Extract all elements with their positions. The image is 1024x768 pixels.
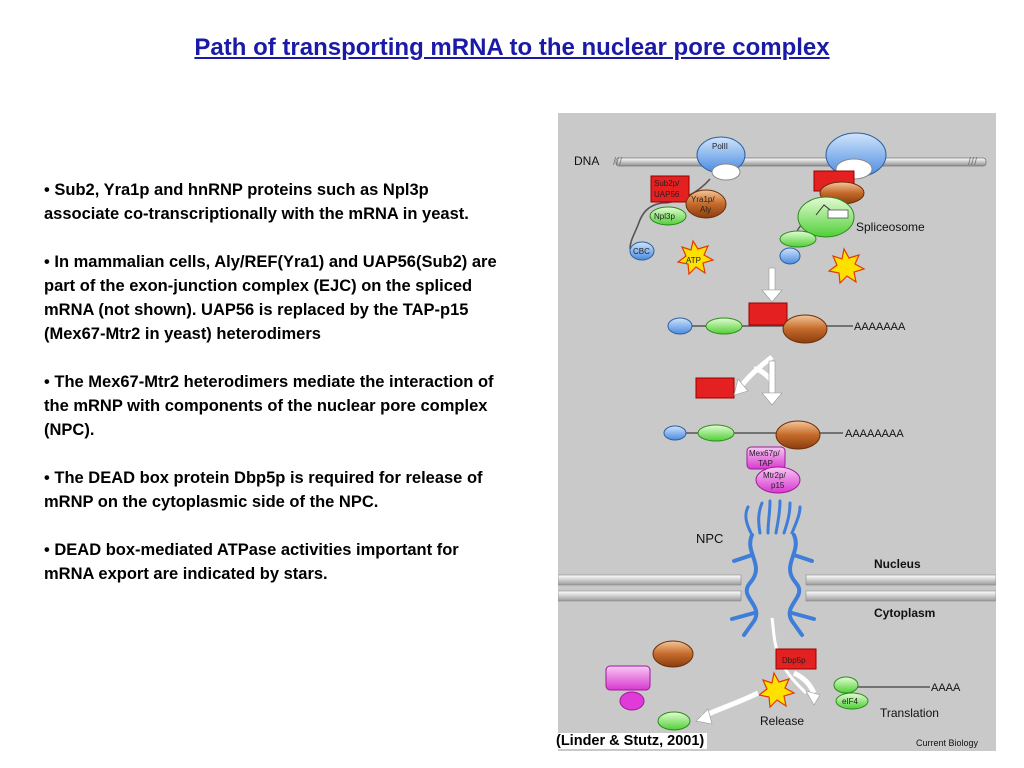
- blue-protein: [779, 247, 801, 265]
- green-protein: [705, 317, 743, 335]
- page-title: Path of transporting mRNA to the nuclear…: [194, 34, 830, 61]
- atp-star: [757, 671, 796, 709]
- svg-text:Sub2p/: Sub2p/: [654, 179, 680, 188]
- bullet-item: • Sub2, Yra1p and hnRNP proteins such as…: [44, 181, 469, 223]
- blue-protein: [663, 425, 687, 441]
- magenta-protein: [605, 665, 651, 691]
- down-arrow: [761, 360, 783, 406]
- bullet-item: • The Mex67-Mtr2 heterodimers mediate th…: [44, 373, 494, 439]
- svg-text:p15: p15: [771, 481, 785, 490]
- nucleus-label: Nucleus: [874, 557, 921, 571]
- dna-break-mark: ///: [968, 156, 978, 168]
- green-protein: [833, 676, 859, 694]
- bullet-list: • Sub2, Yra1p and hnRNP proteins such as…: [44, 178, 504, 610]
- dna-label: DNA: [574, 154, 599, 168]
- svg-text:Mex67p/: Mex67p/: [749, 449, 780, 458]
- svg-text:UAP56: UAP56: [654, 190, 680, 199]
- npl3p-protein: Npl3p: [649, 206, 687, 226]
- polya-tail: AAAA: [931, 682, 961, 694]
- spliceosome-complex: Spliceosome: [797, 196, 925, 238]
- polya-tail: AAAAAAA: [854, 321, 906, 333]
- brown-protein: [775, 420, 821, 450]
- eif4-protein: eIF4: [835, 692, 869, 710]
- polii-complex: PolII: [696, 136, 746, 181]
- nuclear-membrane: [558, 590, 742, 602]
- svg-text:Yra1p/: Yra1p/: [691, 195, 715, 204]
- cbc-protein: CBC: [629, 241, 655, 261]
- dbp5p-protein: Dbp5p: [775, 648, 817, 670]
- bullet-item: • The DEAD box protein Dbp5p is required…: [44, 469, 483, 511]
- nuclear-membrane: [558, 574, 742, 586]
- arrow-head: [805, 690, 821, 706]
- npc-label: NPC: [696, 531, 723, 546]
- brown-protein: [652, 640, 694, 668]
- green-protein: [779, 230, 817, 248]
- svg-text:CBC: CBC: [633, 247, 650, 256]
- translation-label: Translation: [880, 706, 939, 720]
- bullet-item: • DEAD box-mediated ATPase activities im…: [44, 541, 459, 583]
- release-label: Release: [760, 714, 804, 728]
- nuclear-membrane: [805, 574, 996, 586]
- svg-text:TAP: TAP: [758, 459, 773, 468]
- polya-tail: AAAAAAAA: [845, 428, 904, 440]
- svg-text:Dbp5p: Dbp5p: [782, 656, 806, 665]
- svg-text:PolII: PolII: [712, 142, 728, 151]
- brown-protein: [782, 314, 828, 344]
- arrow-head: [733, 378, 749, 396]
- journal-credit: Current Biology: [916, 738, 979, 748]
- magenta-protein: [619, 691, 645, 711]
- arrow-head: [695, 708, 713, 725]
- svg-text:ATP: ATP: [686, 256, 701, 265]
- atp-star: [827, 247, 866, 285]
- blue-protein: [667, 317, 693, 335]
- svg-text:Aly: Aly: [700, 205, 711, 214]
- down-arrow: [761, 267, 783, 303]
- green-protein: [657, 711, 691, 731]
- release-arrow: [792, 670, 817, 695]
- curved-arrow: [740, 355, 774, 387]
- svg-text:Mtr2p/: Mtr2p/: [763, 471, 786, 480]
- cytoplasm-label: Cytoplasm: [874, 606, 935, 620]
- yra1p-protein: Yra1p/ Aly: [685, 189, 727, 219]
- npc-filaments: [744, 499, 802, 535]
- red-protein: [695, 377, 735, 399]
- svg-text:Npl3p: Npl3p: [654, 212, 675, 221]
- spliceosome-label: Spliceosome: [856, 220, 925, 234]
- green-protein: [697, 424, 735, 442]
- dna-strand: [615, 157, 987, 167]
- nuclear-pore-complex: [730, 533, 816, 637]
- sub2p-protein: Sub2p/ UAP56: [650, 175, 690, 203]
- nuclear-membrane: [805, 590, 996, 602]
- red-protein: [748, 302, 788, 326]
- dna-break-mark: ///: [613, 156, 623, 168]
- mex67p-tap-protein: Mex67p/ TAP: [746, 446, 786, 470]
- bullet-item: • In mammalian cells, Aly/REF(Yra1) and …: [44, 253, 497, 343]
- mrna-export-diagram: DNA /// /// PolII Sub2p/ UAP56 Yra1p/ Al…: [558, 113, 996, 751]
- svg-text:eIF4: eIF4: [842, 697, 859, 706]
- atp-star: ATP: [676, 239, 715, 276]
- mtr2p-p15-protein: Mtr2p/ p15: [755, 466, 801, 494]
- citation: (Linder & Stutz, 2001): [553, 733, 708, 749]
